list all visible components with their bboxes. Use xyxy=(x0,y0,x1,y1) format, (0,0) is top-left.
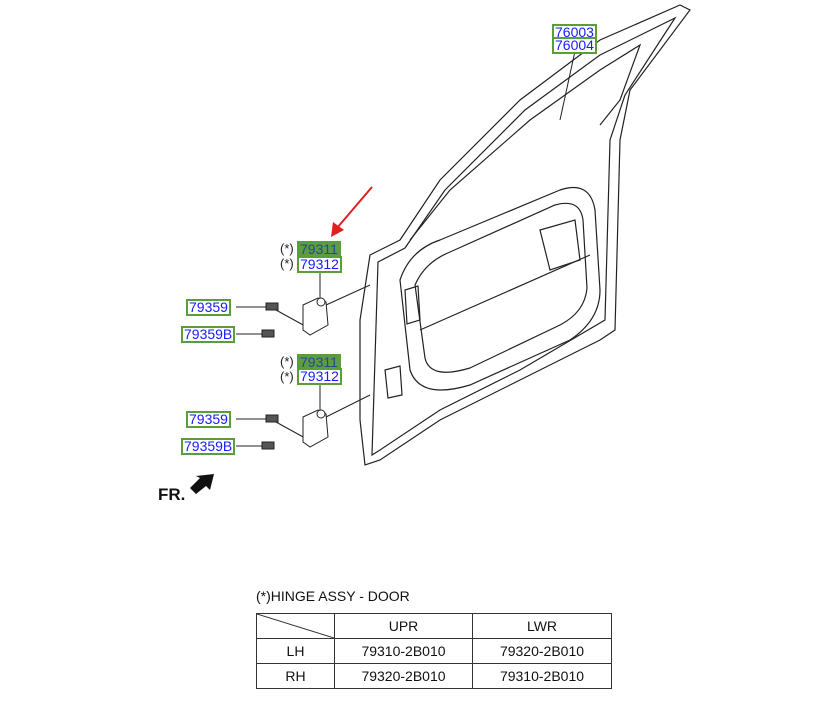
pointer-arrow xyxy=(331,186,373,237)
hinge-parts xyxy=(236,50,576,450)
row-label: LH xyxy=(256,638,335,664)
callout-79359-upper[interactable]: 79359 xyxy=(186,299,231,316)
front-indicator: FR. xyxy=(158,485,186,504)
callout-79359-lower[interactable]: 79359 xyxy=(186,411,231,428)
diagonal-corner-cell xyxy=(256,613,335,639)
callout-76003[interactable]: 76003 xyxy=(552,24,597,41)
asterisk-note: (*) xyxy=(280,241,294,256)
asterisk-note: (*) xyxy=(280,369,294,384)
callout-79311-upper[interactable]: 79311 xyxy=(297,241,341,258)
table-header-row: UPR LWR xyxy=(256,613,612,639)
row-label: RH xyxy=(256,663,335,689)
header-upr: UPR xyxy=(334,613,473,639)
asterisk-note: (*) xyxy=(280,256,294,271)
asterisk-note: (*) xyxy=(280,354,294,369)
callout-79312-upper[interactable]: 79312 xyxy=(297,256,342,273)
hinge-table: UPR LWR LH 79310-2B010 79320-2B010 RH 79… xyxy=(256,613,612,689)
part-number: 79320-2B010 xyxy=(334,663,473,689)
part-number: 79310-2B010 xyxy=(334,638,473,664)
callout-79359b-upper[interactable]: 79359B xyxy=(181,326,236,343)
callout-76004[interactable]: 76004 xyxy=(552,37,597,54)
header-lwr: LWR xyxy=(472,613,612,639)
callout-79312-lower[interactable]: 79312 xyxy=(297,368,342,385)
callout-79359b-lower[interactable]: 79359B xyxy=(181,438,236,455)
table-row: RH 79320-2B010 79310-2B010 xyxy=(256,663,612,689)
table-row: LH 79310-2B010 79320-2B010 xyxy=(256,638,612,664)
part-number: 79310-2B010 xyxy=(472,663,612,689)
front-arrow-icon xyxy=(190,474,214,494)
table-title: (*)HINGE ASSY - DOOR xyxy=(256,588,410,604)
part-number: 79320-2B010 xyxy=(472,638,612,664)
door-outline xyxy=(359,4,691,466)
